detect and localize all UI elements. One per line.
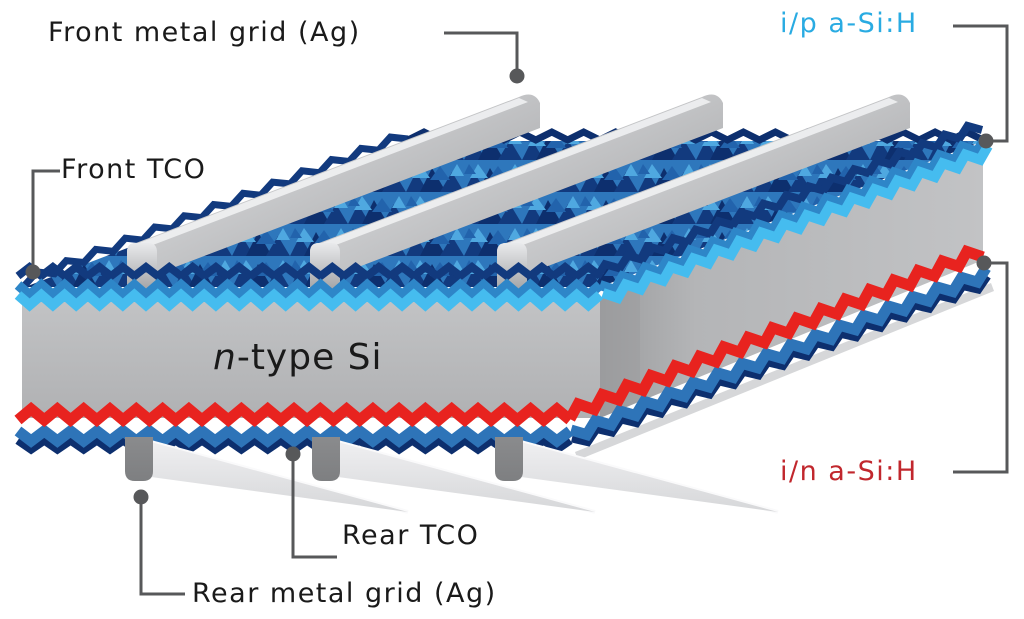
front-tco-dot xyxy=(25,264,41,280)
n-type-si-label-rest: -type Si xyxy=(236,337,383,378)
front-grid-bar-2 xyxy=(310,94,723,292)
zigzag-layer xyxy=(569,265,991,442)
rear-metal-grid-dot xyxy=(133,489,149,505)
zigzag-layer xyxy=(14,278,604,302)
zigzag-layer xyxy=(565,244,985,422)
zigzag-layer xyxy=(22,133,409,288)
rear-grid-bar-3 xyxy=(495,437,779,514)
zigzag-layer xyxy=(15,261,603,282)
zigzag-layer xyxy=(14,288,604,312)
in-asih-label: i/n a-Si:H xyxy=(780,456,918,487)
front-tco-label: Front TCO xyxy=(61,154,207,185)
zigzag-layer xyxy=(601,143,993,305)
ip-asih-label: i/p a-Si:H xyxy=(780,8,918,39)
front-metal-grid-dot xyxy=(509,68,525,84)
front-tco-leader xyxy=(31,169,60,265)
rear-tco-leader xyxy=(291,461,337,559)
rear-metal-grid-label: Rear metal grid (Ag) xyxy=(192,578,497,609)
rear-metal-grid-bars xyxy=(125,437,779,514)
n-type-si-right-face xyxy=(600,152,983,418)
leader-lines xyxy=(31,24,1009,596)
front-metal-grid-leader xyxy=(444,31,519,69)
rear-grid-bar-1 xyxy=(125,437,409,514)
front-metal-grid-bars xyxy=(127,94,910,292)
in-asih-leader xyxy=(953,261,1009,474)
rear-tco-dot xyxy=(285,446,301,462)
zigzag-layer xyxy=(14,401,574,428)
leader-dots xyxy=(25,68,994,505)
rear-edge-sliver xyxy=(575,283,994,460)
rear-tco-label: Rear TCO xyxy=(342,520,480,551)
ip-asih-leader xyxy=(953,24,1009,143)
zigzag-layer xyxy=(598,135,990,297)
ip-asih-dot xyxy=(978,133,994,149)
n-type-si-front-face xyxy=(22,298,600,418)
n-type-si-label-italic-n: n xyxy=(213,337,237,378)
n-type-si-label: n-type Si xyxy=(213,338,383,378)
in-asih-dot xyxy=(976,255,992,271)
rear-metal-grid-leader xyxy=(139,504,185,596)
zigzag-layer xyxy=(593,121,984,280)
zigzag-layer xyxy=(14,424,574,448)
rear-grid-bar-2 xyxy=(312,437,596,514)
front-metal-grid-label: Front metal grid (Ag) xyxy=(48,17,361,48)
front-tco-band xyxy=(14,121,993,312)
